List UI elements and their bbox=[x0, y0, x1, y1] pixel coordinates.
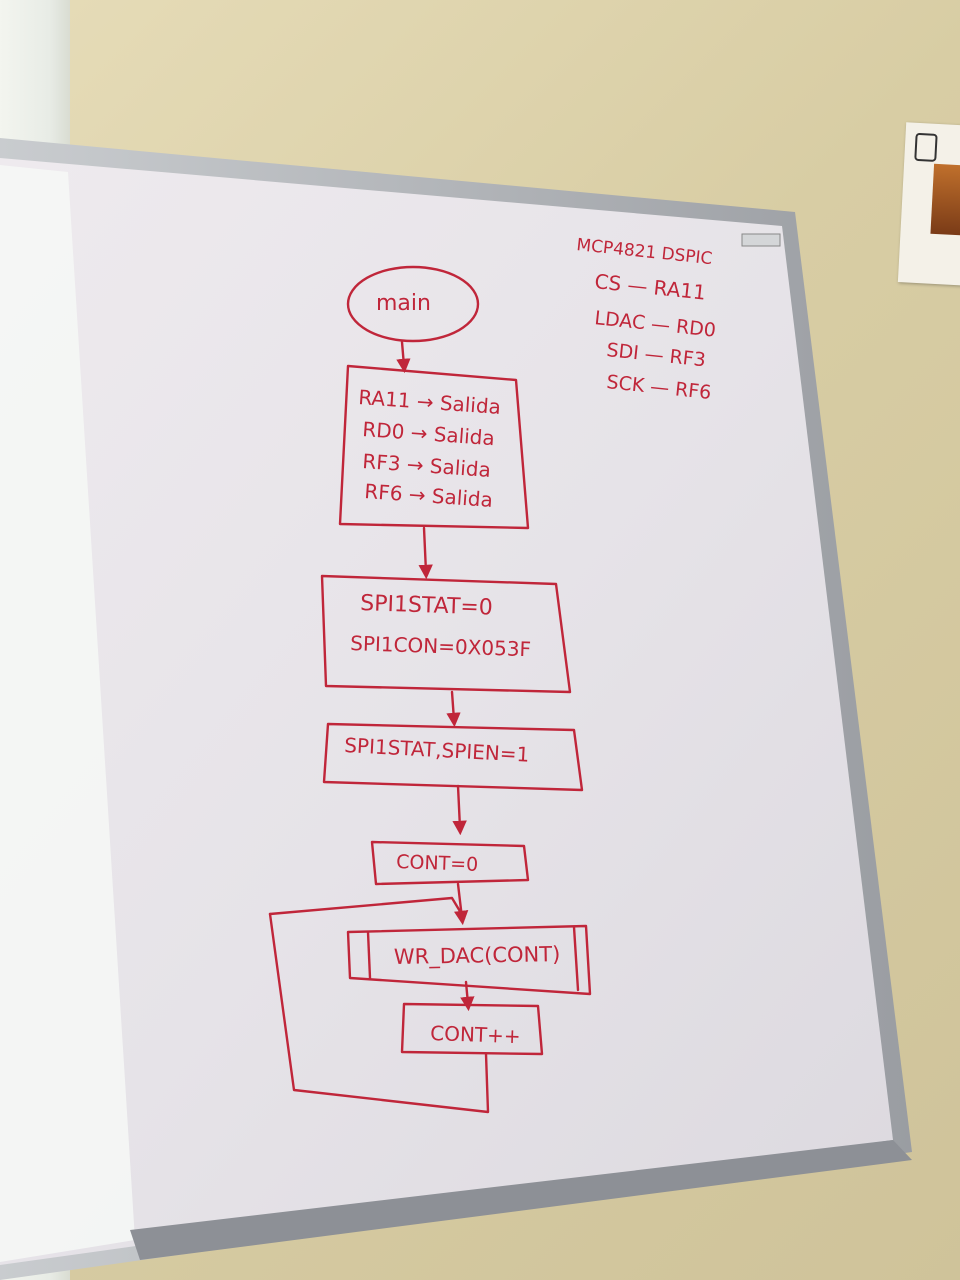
spi-config-block bbox=[320, 574, 572, 694]
glare bbox=[0, 165, 135, 1262]
spi-enable-block bbox=[322, 722, 584, 792]
flow-arrow bbox=[452, 784, 467, 836]
init-label: CONT=0 bbox=[396, 851, 479, 876]
flow-arrow bbox=[446, 690, 461, 728]
subroutine-label: WR_DAC(CONT) bbox=[394, 942, 561, 970]
loop-return-line bbox=[268, 912, 490, 1114]
config-block bbox=[338, 364, 530, 530]
flow-arrow bbox=[454, 882, 469, 926]
subroutine-left-bar bbox=[366, 930, 372, 980]
subroutine-block bbox=[346, 924, 592, 996]
start-terminator bbox=[346, 265, 480, 343]
increment-label: CONT++ bbox=[430, 1021, 521, 1048]
flow-arrow bbox=[460, 980, 475, 1012]
marker-tray bbox=[130, 1140, 912, 1260]
subroutine-right-bar bbox=[572, 925, 580, 992]
start-label: main bbox=[376, 291, 431, 316]
flow-arrow bbox=[396, 340, 411, 374]
spi-line: SPI1STAT=0 bbox=[360, 591, 493, 621]
flowchart: main RA11 → Salida RD0 → Salida RF3 → Sa… bbox=[268, 265, 592, 1114]
increment-block bbox=[400, 1002, 544, 1056]
init-block bbox=[370, 840, 530, 886]
frame-bracket bbox=[741, 233, 781, 247]
whiteboard-surface bbox=[0, 158, 893, 1265]
flow-arrow bbox=[418, 526, 433, 580]
